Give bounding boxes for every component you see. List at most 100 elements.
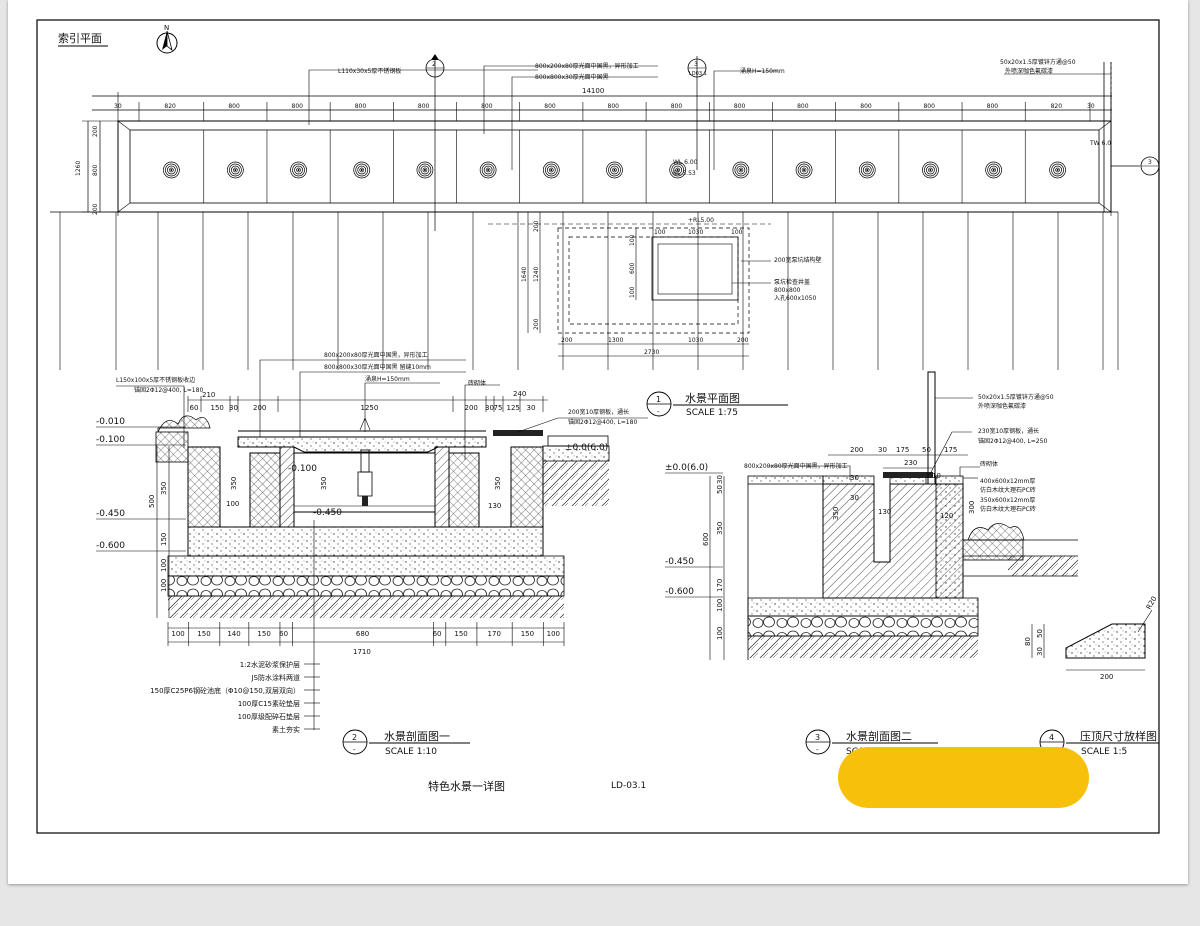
layer-label: 150厚C25P6钢砼池底（Φ10@150,双层双向） bbox=[150, 686, 300, 695]
section1-top-dim: 125 bbox=[507, 404, 520, 412]
section1-bottom-dim: 140 bbox=[227, 630, 240, 638]
svg-text:1240: 1240 bbox=[533, 267, 540, 282]
svg-text:±0.0(6.0): ±0.0(6.0) bbox=[565, 443, 608, 453]
svg-text:100: 100 bbox=[629, 286, 636, 298]
plan-segment-dim: 800 bbox=[671, 103, 683, 110]
highlight-pill[interactable] bbox=[838, 747, 1089, 808]
section1-bottom-dim: 680 bbox=[356, 630, 369, 638]
plan-segment-dim: 800 bbox=[923, 103, 935, 110]
svg-text:130: 130 bbox=[488, 502, 501, 510]
svg-text:锚固2Φ12@400, L=180: 锚固2Φ12@400, L=180 bbox=[568, 418, 637, 426]
plan-segment-dim: 800 bbox=[355, 103, 367, 110]
svg-text:锚固2Φ12@400, L=250: 锚固2Φ12@400, L=250 bbox=[978, 437, 1047, 445]
fountain-nozzle-icon bbox=[732, 161, 750, 179]
svg-text:400x600x12mm厚: 400x600x12mm厚 bbox=[980, 478, 1035, 485]
svg-text:230: 230 bbox=[904, 459, 917, 467]
svg-text:锚固2Φ12@400, L=180: 锚固2Φ12@400, L=180 bbox=[134, 386, 203, 394]
svg-text:泵坑检查井盖: 泵坑检查井盖 bbox=[774, 278, 810, 286]
svg-text:800x200x80厚光面中国黑，异形加工: 800x200x80厚光面中国黑，异形加工 bbox=[744, 462, 848, 470]
svg-text:800x800: 800x800 bbox=[774, 287, 801, 294]
fountain-nozzle-icon bbox=[227, 161, 244, 179]
svg-text:-: - bbox=[353, 746, 356, 754]
svg-text:600: 600 bbox=[629, 262, 636, 274]
section-3-drawing: 200 80 50 30 R20 bbox=[1024, 595, 1159, 681]
svg-text:100: 100 bbox=[226, 500, 239, 508]
plan-segment-dim: 800 bbox=[228, 103, 240, 110]
svg-text:210: 210 bbox=[202, 391, 215, 399]
svg-text:水景平面图: 水景平面图 bbox=[685, 392, 740, 405]
fountain-nozzle-icon bbox=[1049, 161, 1066, 179]
section1-bottom-dim: 60 bbox=[433, 630, 442, 638]
svg-text:175: 175 bbox=[944, 446, 957, 454]
svg-text:1300: 1300 bbox=[608, 337, 623, 344]
fountain-nozzle-icon bbox=[163, 161, 180, 179]
svg-text:600: 600 bbox=[702, 533, 710, 546]
svg-text:入孔600x1050: 入孔600x1050 bbox=[774, 294, 816, 302]
plan-segment-dim: 820 bbox=[164, 103, 176, 110]
section1-top-dim: 75 bbox=[494, 404, 503, 412]
svg-text:砖砌体: 砖砌体 bbox=[980, 460, 998, 468]
section1-bottom-dim: 150 bbox=[197, 630, 210, 638]
plan-segment-dim: 800 bbox=[797, 103, 809, 110]
plan-segment-dim: 800 bbox=[418, 103, 430, 110]
plan-segment-dim: 820 bbox=[1051, 103, 1063, 110]
section1-level-mark: -0.010 bbox=[96, 417, 125, 427]
plan-total-dim: 14100 bbox=[582, 87, 604, 95]
svg-text:10: 10 bbox=[932, 472, 941, 480]
svg-text:30: 30 bbox=[1087, 103, 1095, 110]
fountain-nozzle-icon bbox=[542, 161, 560, 179]
fountain-nozzle-icon bbox=[353, 161, 371, 179]
fountain-nozzle-icon bbox=[290, 161, 307, 179]
svg-text:1260: 1260 bbox=[75, 161, 82, 176]
svg-text:水景剖面图一: 水景剖面图一 bbox=[384, 729, 450, 743]
svg-text:800x800x30厚光面中国黑: 800x800x30厚光面中国黑 bbox=[535, 73, 609, 81]
fountain-nozzle-icon bbox=[922, 161, 939, 179]
plan-right-tube: 3 50x20x1.5厚镀锌方通@50 外喷深咖色氟碳漆 bbox=[1000, 58, 1160, 212]
svg-text:800x200x80厚光面中国黑，异形加工: 800x200x80厚光面中国黑，异形加工 bbox=[535, 62, 639, 70]
svg-text:3: 3 bbox=[694, 61, 698, 68]
section-2-drawing: 600 30 50 350 170 100 100 350 30 130 120… bbox=[665, 371, 1078, 660]
plan-segment-dim: 800 bbox=[481, 103, 493, 110]
svg-text:200: 200 bbox=[737, 337, 749, 344]
svg-text:50: 50 bbox=[922, 446, 931, 454]
section1-bottom-dim: 60 bbox=[279, 630, 288, 638]
layer-label: 100厚C15素砼垫层 bbox=[238, 699, 300, 708]
fountain-nozzle-icon bbox=[416, 161, 434, 179]
svg-text:水景剖面图二: 水景剖面图二 bbox=[846, 729, 912, 743]
svg-text:200: 200 bbox=[561, 337, 573, 344]
svg-text:30: 30 bbox=[878, 446, 887, 454]
svg-text:仿白木纹大理石PC砖: 仿白木纹大理石PC砖 bbox=[980, 505, 1036, 513]
svg-text:涌泉H=150mm: 涌泉H=150mm bbox=[365, 375, 410, 383]
svg-text:800x800x30厚光面中国黑 留缝10mm: 800x800x30厚光面中国黑 留缝10mm bbox=[324, 363, 431, 371]
fountain-nozzle-icon bbox=[479, 161, 497, 179]
svg-text:800: 800 bbox=[92, 164, 99, 176]
svg-text:150: 150 bbox=[160, 533, 168, 546]
svg-text:350: 350 bbox=[160, 482, 168, 495]
svg-text:2: 2 bbox=[352, 733, 357, 742]
svg-text:800x200x80厚光面中国黑，异形加工: 800x200x80厚光面中国黑，异形加工 bbox=[324, 351, 428, 359]
svg-text:外喷深咖色氟碳漆: 外喷深咖色氟碳漆 bbox=[1005, 67, 1053, 75]
svg-text:1710: 1710 bbox=[353, 648, 371, 656]
svg-text:SCALE 1:5: SCALE 1:5 bbox=[1081, 747, 1127, 757]
section1-top-dim: 1250 bbox=[361, 404, 379, 412]
svg-text:500: 500 bbox=[148, 495, 156, 508]
svg-text:-0.450: -0.450 bbox=[665, 557, 694, 567]
svg-text:涌泉H=150mm: 涌泉H=150mm bbox=[740, 67, 785, 75]
svg-text:L150x100x5厚不锈钢板收边: L150x100x5厚不锈钢板收边 bbox=[116, 376, 195, 384]
svg-text:50: 50 bbox=[1036, 629, 1044, 638]
svg-text:压顶尺寸放样图: 压顶尺寸放样图 bbox=[1080, 729, 1157, 743]
fountain-nozzle-icon bbox=[606, 161, 623, 179]
drawing-number: LD-03.1 bbox=[611, 781, 646, 791]
svg-text:仿白木纹大理石PC砖: 仿白木纹大理石PC砖 bbox=[980, 486, 1036, 494]
svg-text:R20: R20 bbox=[1145, 595, 1159, 611]
svg-text:100: 100 bbox=[654, 229, 666, 236]
svg-text:170: 170 bbox=[716, 579, 724, 592]
section1-top-dim: 60 bbox=[190, 404, 199, 412]
section1-bottom-dim: 150 bbox=[454, 630, 467, 638]
svg-text:LD03.1: LD03.1 bbox=[689, 71, 707, 77]
svg-text:120: 120 bbox=[940, 512, 953, 520]
plan-left-dims: 1260 200 800 200 bbox=[75, 120, 118, 215]
svg-text:50: 50 bbox=[716, 485, 724, 494]
